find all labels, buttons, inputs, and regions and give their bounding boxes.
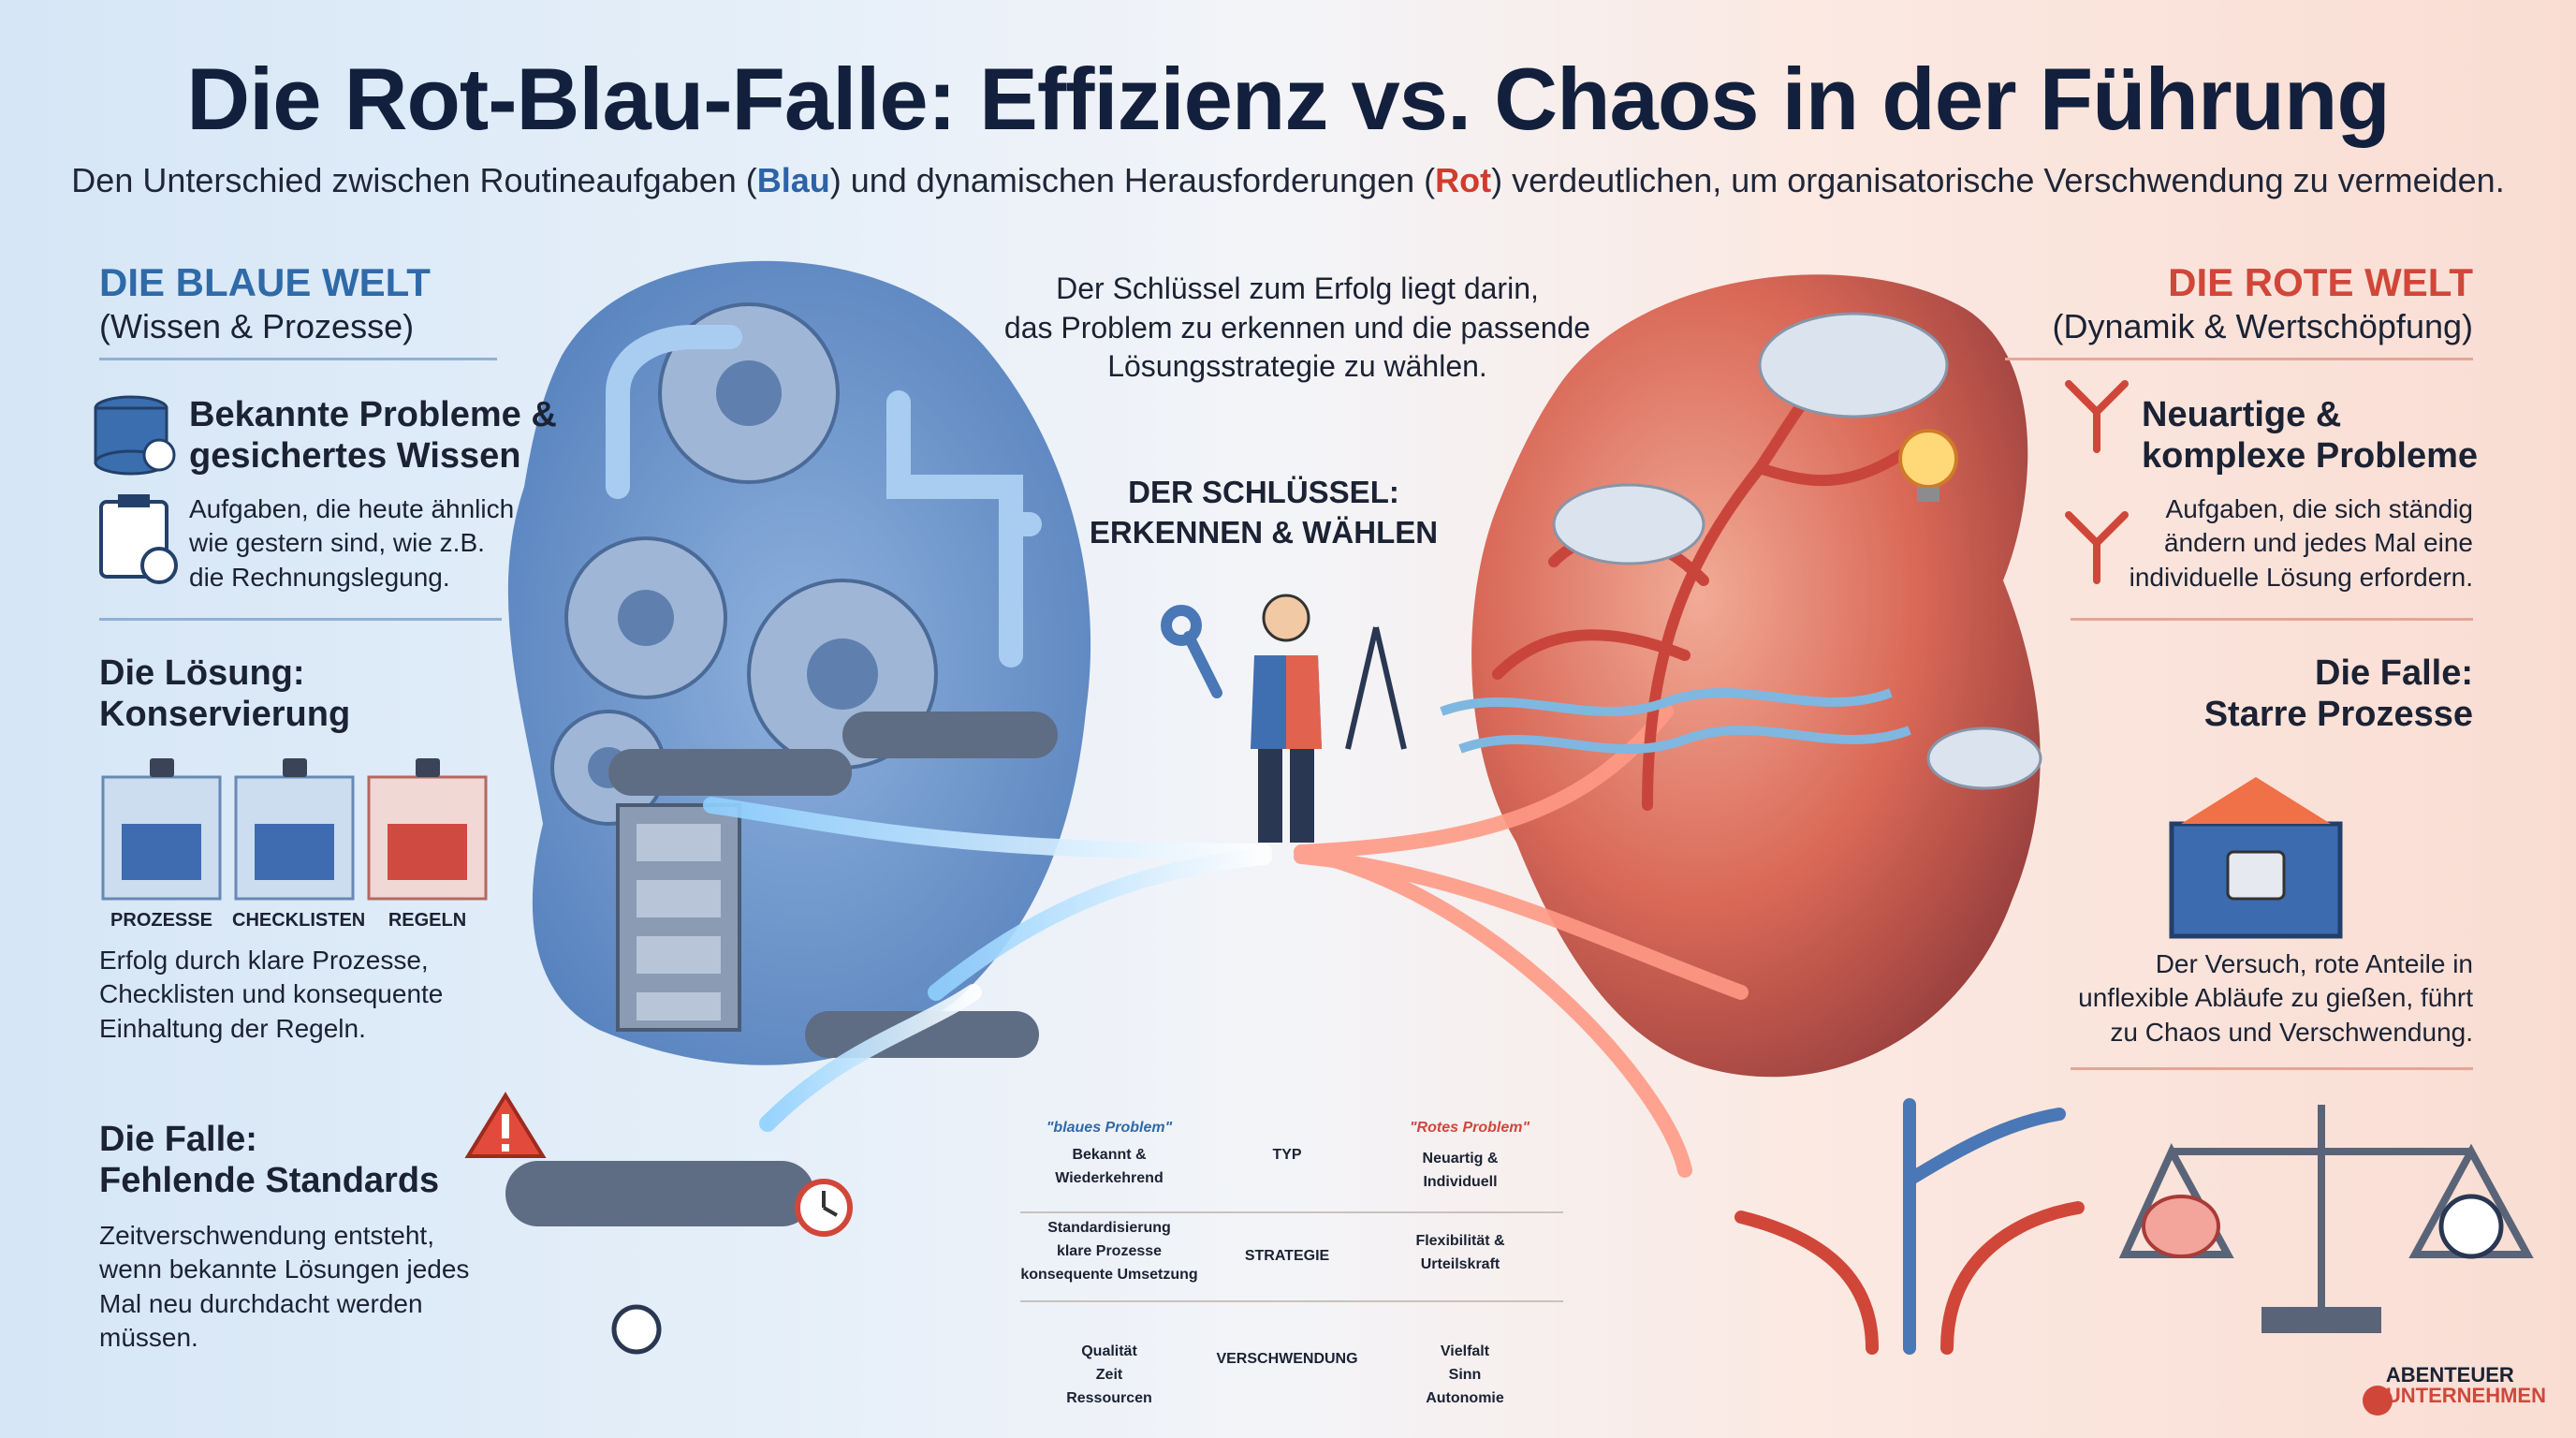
lock-icon: [150, 758, 440, 777]
brain-icon: [2142, 1195, 2220, 1258]
person-icon: [1251, 594, 1322, 843]
red-world-subheading: (Dynamik & Wertschöpfung): [2052, 307, 2474, 345]
blue-block2-text: Erfolg durch klare Prozesse,Checklisten …: [99, 946, 444, 1043]
filing-cabinet-icon: [616, 803, 741, 1032]
blue-stream: [703, 797, 1272, 1132]
checklist-cube: [234, 775, 355, 901]
database-check-icon: [94, 395, 176, 476]
clipboard-checklist-icon: [99, 494, 178, 584]
pipes: [606, 325, 1042, 668]
table-label-type: TYP: [1272, 1147, 1302, 1163]
page-subtitle: Den Unterschied zwischen Routineaufgaben…: [71, 161, 2505, 199]
blue-block1-title: Bekannte Probleme &gesichertes Wissen: [189, 395, 557, 476]
warning-icon: [464, 1092, 547, 1158]
logo-icon: [2363, 1386, 2393, 1416]
blue-block3-text: Zeitverschwendung entsteht,wenn bekannte…: [99, 1221, 470, 1353]
rules-cube: [367, 775, 488, 901]
red-world-heading: DIE ROTE WELT: [2168, 260, 2473, 304]
divider: [2071, 618, 2473, 621]
clock-icon: [611, 1179, 853, 1355]
table-cell-red-strategy: Flexibilität &Urteilskraft: [1415, 1233, 1505, 1272]
table-label-strategy: STRATEGIE: [1244, 1248, 1330, 1264]
compass-icon: [2438, 1194, 2504, 1259]
table-label-waste: VERSCHWENDUNG: [1216, 1351, 1358, 1367]
table-cell-red-type: Neuartig &Individuell: [1422, 1151, 1499, 1190]
divider: [99, 618, 502, 621]
blue-block3-title: Die Falle:Fehlende Standards: [99, 1120, 440, 1200]
process-cube: [101, 775, 222, 901]
cloud-icon: [1552, 312, 2042, 790]
split-arrow-icon: [1903, 1098, 2066, 1355]
table-rules: [1020, 1211, 1563, 1302]
key-caption: DER SCHLÜSSEL:ERKENNEN & WÄHLEN: [1089, 475, 1439, 550]
box-label-checklists: CHECKLISTEN: [232, 910, 366, 931]
blue-world-heading: DIE BLAUE WELT: [99, 260, 431, 304]
split-arrow-icon: [1734, 1201, 2085, 1355]
box-label-rules: REGELN: [388, 910, 467, 931]
center-statement: Der Schlüssel zum Erfolg liegt darin,das…: [1003, 271, 1591, 384]
lightbulb-icon: [1898, 429, 1958, 502]
red-block1-title: Neuartige &komplexe Probleme: [2142, 395, 2479, 476]
box-label-processes: PROZESSE: [110, 910, 212, 931]
waves: [1440, 688, 1911, 754]
split-arrow-icon: [2065, 380, 2129, 584]
table-header-blue: "blaues Problem": [1046, 1120, 1173, 1136]
divider: [99, 358, 497, 360]
page-title: Die Rot-Blau-Falle: Effizienz vs. Chaos …: [186, 50, 2391, 148]
table-header-red: "Rotes Problem": [1409, 1120, 1530, 1136]
table-cell-blue-type: Bekannt &Wiederkehrend: [1055, 1147, 1164, 1186]
blue-block2-title: Die Lösung:Konservierung: [99, 653, 351, 734]
divider: [2005, 358, 2473, 360]
red-block2-title: Die Falle:Starre Prozesse: [2203, 653, 2473, 734]
red-world-blob: [1471, 274, 2041, 1078]
wrench-icon: [1161, 605, 1222, 698]
compass-icon: [1345, 626, 1407, 750]
divider: [2071, 1067, 2473, 1070]
blue-world-subheading: (Wissen & Prozesse): [99, 307, 415, 345]
locked-box-icon: [2169, 777, 2343, 939]
